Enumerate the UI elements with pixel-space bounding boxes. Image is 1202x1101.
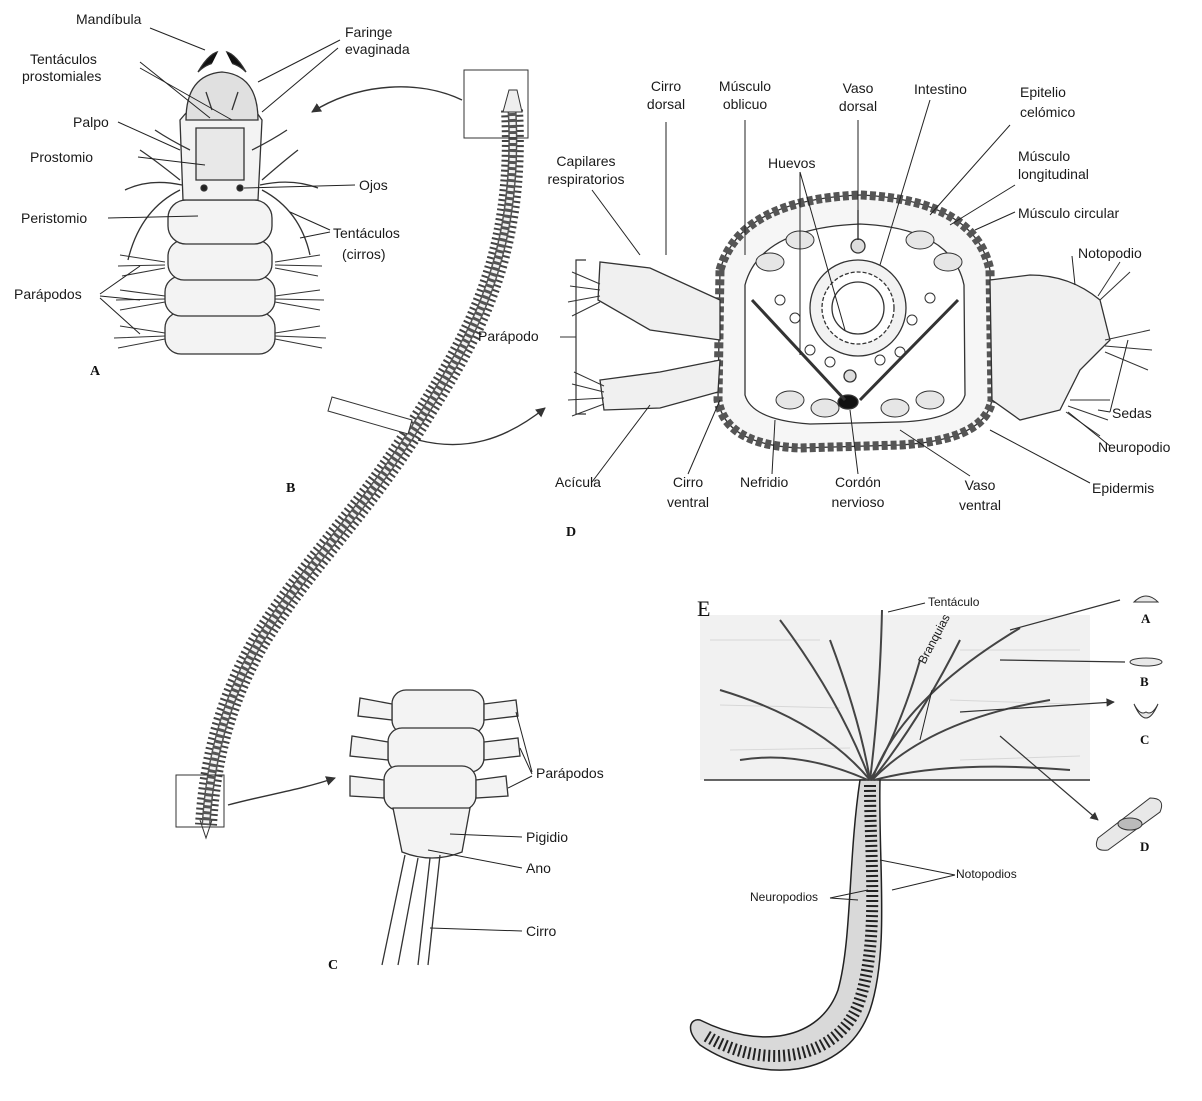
- label-huevos: Huevos: [768, 155, 815, 171]
- label-cirro-ventral-line2: ventral: [660, 494, 716, 510]
- panel-e-illustration: [691, 596, 1162, 1070]
- panel-letter-e: E: [697, 596, 710, 622]
- label-cordon-nervioso-line2: nervioso: [820, 494, 896, 510]
- label-tentaculos-cirros-line1: Tentáculos: [333, 225, 400, 241]
- panel-a-head-illustration: [114, 46, 326, 354]
- label-capilares-respiratorios-line2: respiratorios: [538, 171, 634, 187]
- label-peristomio: Peristomio: [21, 210, 87, 226]
- label-ojos: Ojos: [359, 177, 388, 193]
- panel-letter-a: A: [90, 364, 100, 380]
- label-vaso-dorsal-line2: dorsal: [833, 98, 883, 114]
- label-ano: Ano: [526, 860, 551, 876]
- label-faringe-evaginada-line2: evaginada: [345, 41, 410, 57]
- label-epitelio-celomico-line2: celómico: [1020, 104, 1075, 120]
- label-pigidio: Pigidio: [526, 829, 568, 845]
- label-acicula: Acícula: [555, 474, 601, 490]
- panel-letter-c: C: [328, 958, 338, 974]
- label-tentaculos-prostomiales-line1: Tentáculos: [30, 51, 97, 67]
- label-prostomio: Prostomio: [30, 149, 93, 165]
- label-sedas: Sedas: [1112, 405, 1152, 421]
- label-musculo-oblicuo-line2: oblicuo: [707, 96, 783, 112]
- label-capilares-respiratorios-line1: Capilares: [538, 153, 634, 169]
- label-notopodio: Notopodio: [1078, 245, 1142, 261]
- label-cirro-c: Cirro: [526, 923, 556, 939]
- panel-b-arrows: [228, 87, 545, 805]
- label-neuropodio: Neuropodio: [1098, 439, 1170, 455]
- label-cirro-dorsal-line1: Cirro: [641, 78, 691, 94]
- label-tentaculo: Tentáculo: [928, 596, 979, 609]
- label-musculo-longitudinal-line1: Músculo: [1018, 148, 1070, 164]
- label-epidermis: Epidermis: [1092, 480, 1154, 496]
- inset-label-d: D: [1140, 839, 1149, 855]
- label-cirro-dorsal-line2: dorsal: [641, 96, 691, 112]
- label-musculo-longitudinal-line2: longitudinal: [1018, 166, 1089, 182]
- label-parapodos-a: Parápodos: [14, 286, 82, 302]
- label-notopodios: Notopodios: [956, 868, 1017, 881]
- label-parapodos-c: Parápodos: [536, 765, 604, 781]
- label-vaso-ventral-line2: ventral: [952, 497, 1008, 513]
- label-faringe-evaginada-line1: Faringe: [345, 24, 392, 40]
- label-musculo-circular: Músculo circular: [1018, 205, 1119, 221]
- inset-label-b: B: [1140, 674, 1149, 690]
- panel-letter-d: D: [566, 525, 576, 541]
- label-vaso-ventral-line1: Vaso: [952, 477, 1008, 493]
- panel-c-tail-illustration: [350, 690, 520, 965]
- label-cirro-ventral-line1: Cirro: [660, 474, 716, 490]
- label-nefridio: Nefridio: [740, 474, 788, 490]
- label-tentaculos-cirros-line2: (cirros): [342, 246, 386, 262]
- panel-letter-b: B: [286, 481, 295, 497]
- label-parapodo: Parápodo: [478, 328, 539, 344]
- label-cordon-nervioso-line1: Cordón: [820, 474, 896, 490]
- inset-label-c: C: [1140, 732, 1149, 748]
- label-vaso-dorsal-line1: Vaso: [833, 80, 883, 96]
- label-palpo: Palpo: [73, 114, 109, 130]
- label-musculo-oblicuo-line1: Músculo: [707, 78, 783, 94]
- label-intestino: Intestino: [914, 81, 967, 97]
- label-neuropodios: Neuropodios: [750, 891, 818, 904]
- panel-d-cross-section: [560, 195, 1152, 448]
- label-epitelio-celomico-line1: Epitelio: [1020, 84, 1066, 100]
- label-mandibula: Mandíbula: [76, 11, 141, 27]
- inset-label-a: A: [1141, 611, 1150, 627]
- label-tentaculos-prostomiales-line2: prostomiales: [22, 68, 101, 84]
